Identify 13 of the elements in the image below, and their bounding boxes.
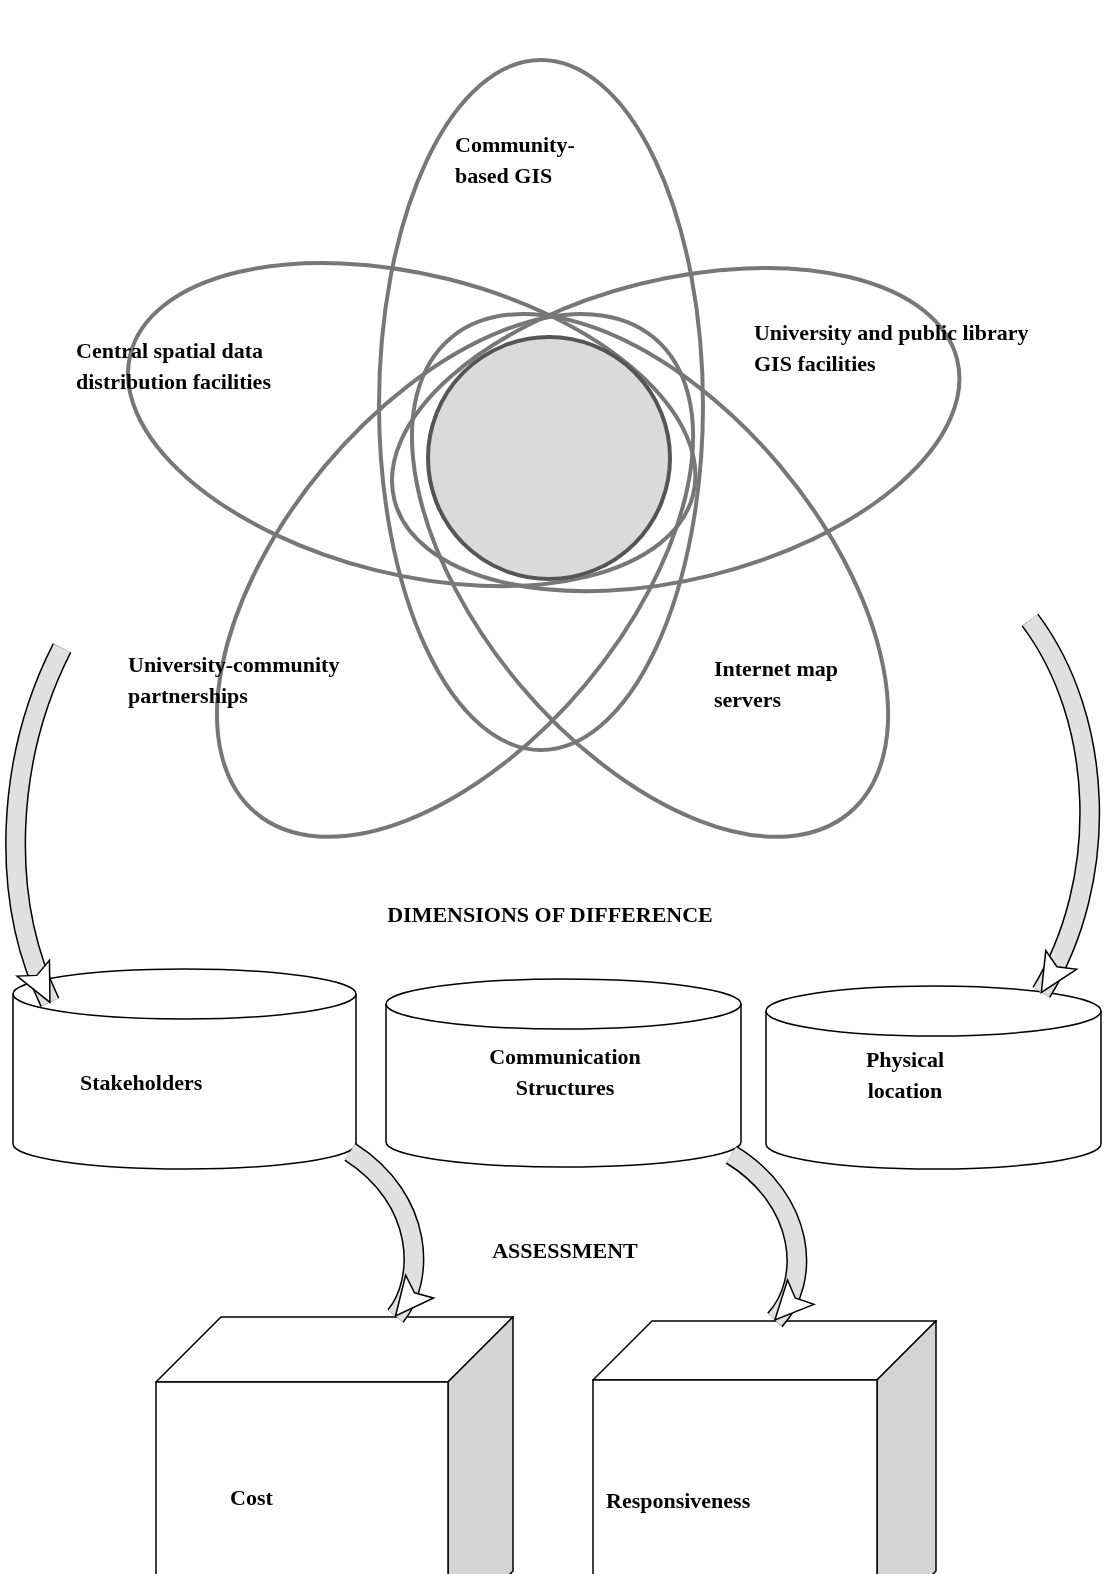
node-label: Cost <box>230 1484 274 1512</box>
node-label: Physical location <box>864 1046 946 1105</box>
node-label: Central spatial data distribution facilities <box>76 337 272 396</box>
node-label: Stakeholders <box>80 1069 204 1097</box>
node-label: Internet map servers <box>714 655 840 714</box>
node-label: Responsiveness <box>606 1487 752 1515</box>
node-label: Communication Structures <box>488 1043 642 1102</box>
node-label: Community-based GIS <box>455 131 576 190</box>
center-circle <box>425 334 673 582</box>
section-heading: DIMENSIONS OF DIFFERENCE <box>386 901 714 929</box>
node-label: University-community partnerships <box>128 651 341 710</box>
section-heading: ASSESSMENT <box>491 1237 639 1265</box>
node-label: University and public library GIS facilities <box>754 319 1029 378</box>
